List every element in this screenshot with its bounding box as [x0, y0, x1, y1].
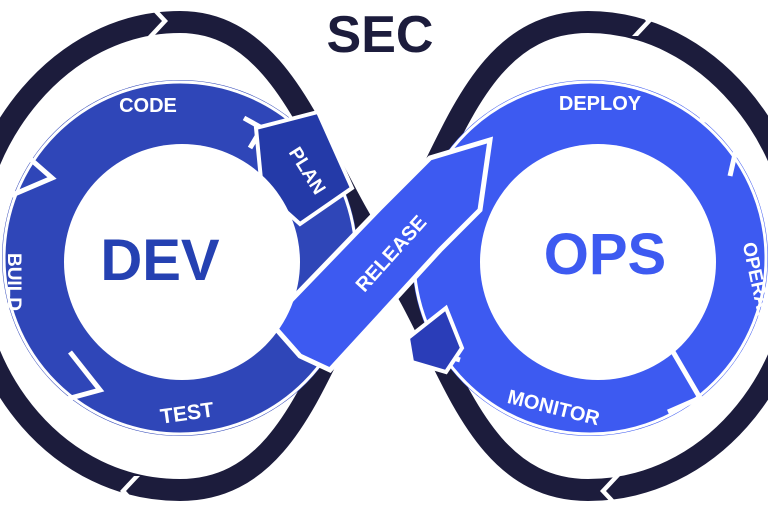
stage-code: CODE	[119, 95, 177, 117]
divider-operate-monitor	[666, 348, 704, 415]
ops-label: OPS	[544, 222, 667, 287]
outline-arrow-top-left	[148, 6, 168, 36]
outline-arrow-bottom-left	[120, 476, 140, 506]
outline-arrow-bottom-right	[600, 476, 620, 506]
dev-center	[64, 144, 300, 380]
release-bridge	[266, 136, 494, 374]
outline-arrow-top-right	[632, 6, 652, 36]
divider-build-test	[55, 350, 105, 405]
stage-build: BUILD	[3, 253, 24, 311]
stage-deploy: DEPLOY	[559, 93, 642, 115]
divider-code-build	[9, 148, 57, 199]
outline-arrowheads	[120, 6, 652, 506]
divider-deploy-operate	[699, 115, 743, 177]
sec-title: SEC	[327, 6, 434, 64]
monitor-tab	[405, 304, 465, 375]
dev-label: DEV	[100, 228, 220, 293]
ops-center	[480, 144, 716, 380]
